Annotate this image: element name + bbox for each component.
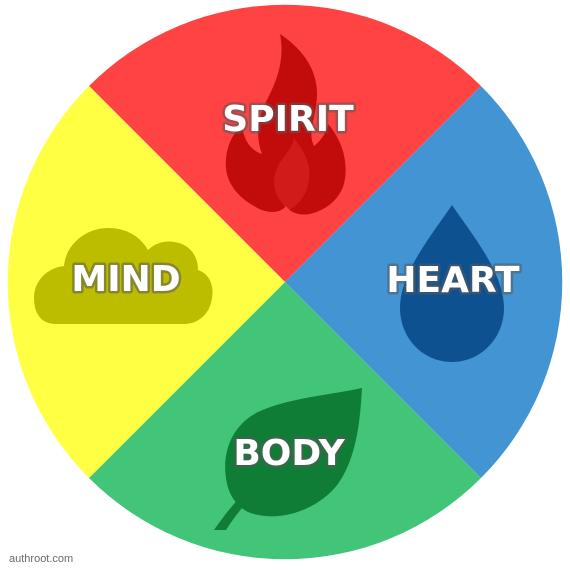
cloud-icon [34,228,213,324]
water-drop-icon [400,205,504,362]
watermark: authroot.com [9,553,74,565]
mind-label: MIND [71,259,180,300]
flame-icon [225,34,346,215]
leaf-icon [214,388,362,530]
heart-label: HEART [386,260,520,301]
spirit-label: SPIRIT [222,99,354,140]
body-label: BODY [233,433,345,474]
